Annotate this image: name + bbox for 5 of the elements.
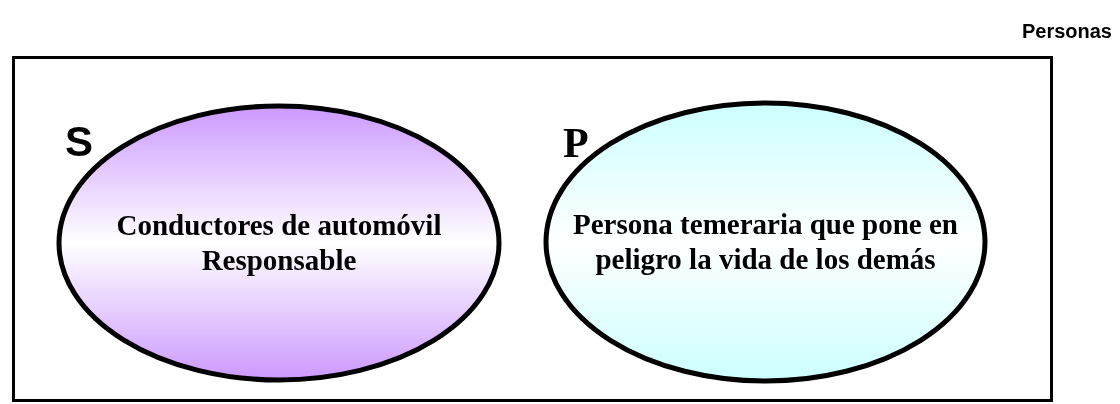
set-label: Persona temeraria que pone en peligro la vida de los demás: [572, 207, 959, 277]
set-letter: P: [563, 122, 589, 164]
set-label: Conductores de automóvil Responsable: [115, 208, 443, 278]
set-letter: S: [65, 121, 93, 163]
set-heading: Personas: [1021, 20, 1112, 43]
